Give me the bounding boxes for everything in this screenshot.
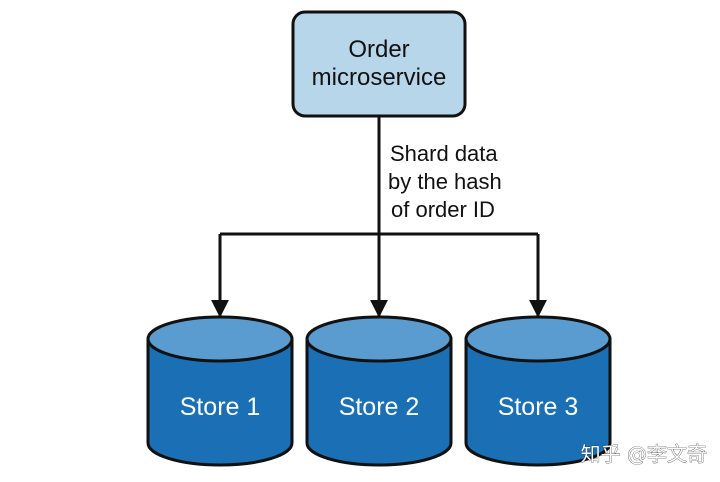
watermark-text: 知乎 @李文奇 — [581, 442, 707, 466]
store-3-top — [464, 315, 612, 363]
store-3-body — [464, 337, 612, 467]
store-2-label: Store 2 — [339, 393, 420, 421]
order-microservice-label-line2: microservice — [312, 64, 447, 91]
shard-label-line1: Shard data — [390, 141, 498, 166]
store-1-top — [146, 315, 294, 363]
shard-connectors — [211, 116, 547, 318]
store-3-database: Store 3 — [464, 315, 612, 467]
store-3-label: Store 3 — [498, 393, 579, 421]
store-2-database: Store 2 — [305, 315, 453, 467]
store-1-body — [146, 337, 294, 467]
store-2-body — [305, 337, 453, 467]
shard-label-line2: by the hash — [388, 169, 502, 194]
store-1-database: Store 1 — [146, 315, 294, 467]
store-1-label: Store 1 — [180, 393, 261, 421]
store-2-top — [305, 315, 453, 363]
order-microservice-label-line1: Order — [348, 36, 409, 63]
shard-label-line3: of order ID — [391, 197, 495, 222]
shard-label: Shard data by the hash of order ID — [388, 141, 502, 222]
order-microservice-node: Order microservice — [291, 10, 467, 118]
